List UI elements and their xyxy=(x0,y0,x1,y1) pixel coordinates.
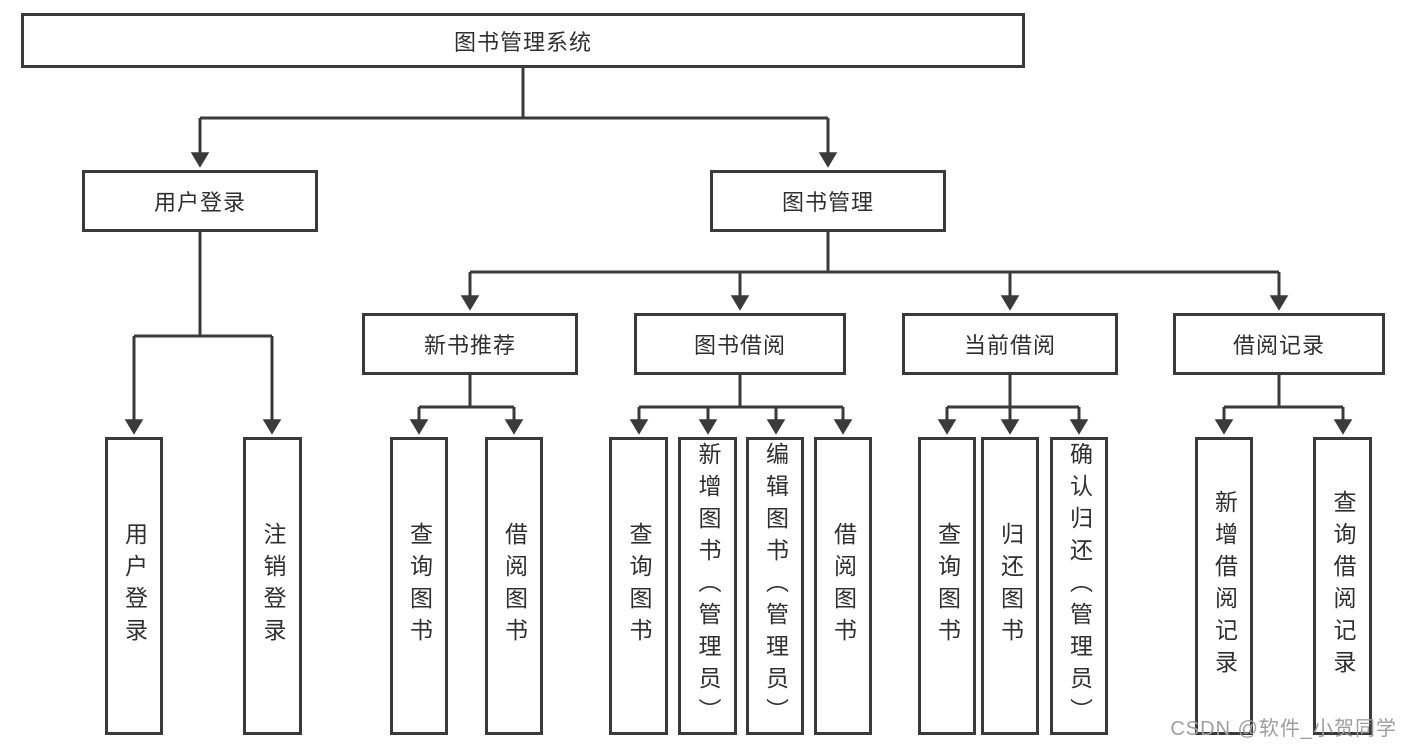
node-borrowing-records: 借阅记录 xyxy=(1173,313,1385,375)
node-new-book-recommend: 新书推荐 xyxy=(362,313,578,375)
leaf-edit-book-admin: 编辑图书（管理员） xyxy=(746,437,804,735)
leaf-return-book: 归还图书 xyxy=(981,437,1039,735)
node-root-library-system: 图书管理系统 xyxy=(21,13,1025,68)
leaf-borrow-books-recommend: 借阅图书 xyxy=(485,437,543,735)
leaf-borrow-book: 借阅图书 xyxy=(814,437,872,735)
leaf-query-books-current: 查询图书 xyxy=(918,437,976,735)
leaf-confirm-return-admin: 确认归还（管理员） xyxy=(1050,437,1108,735)
leaf-user-login: 用户登录 xyxy=(105,437,163,735)
node-current-borrowing: 当前借阅 xyxy=(902,313,1118,375)
node-book-borrowing: 图书借阅 xyxy=(634,313,846,375)
leaf-query-books-recommend: 查询图书 xyxy=(390,437,448,735)
leaf-add-book-admin: 新增图书（管理员） xyxy=(678,437,737,735)
leaf-add-borrow-record: 新增借阅记录 xyxy=(1195,437,1253,735)
node-book-management: 图书管理 xyxy=(710,170,946,232)
csdn-watermark: CSDN @软件_小贺同学 xyxy=(1170,718,1397,740)
leaf-query-borrow-record: 查询借阅记录 xyxy=(1313,437,1372,735)
leaf-query-books-borrow: 查询图书 xyxy=(609,437,668,735)
node-user-login: 用户登录 xyxy=(82,170,318,232)
leaf-logout: 注销登录 xyxy=(243,437,302,735)
